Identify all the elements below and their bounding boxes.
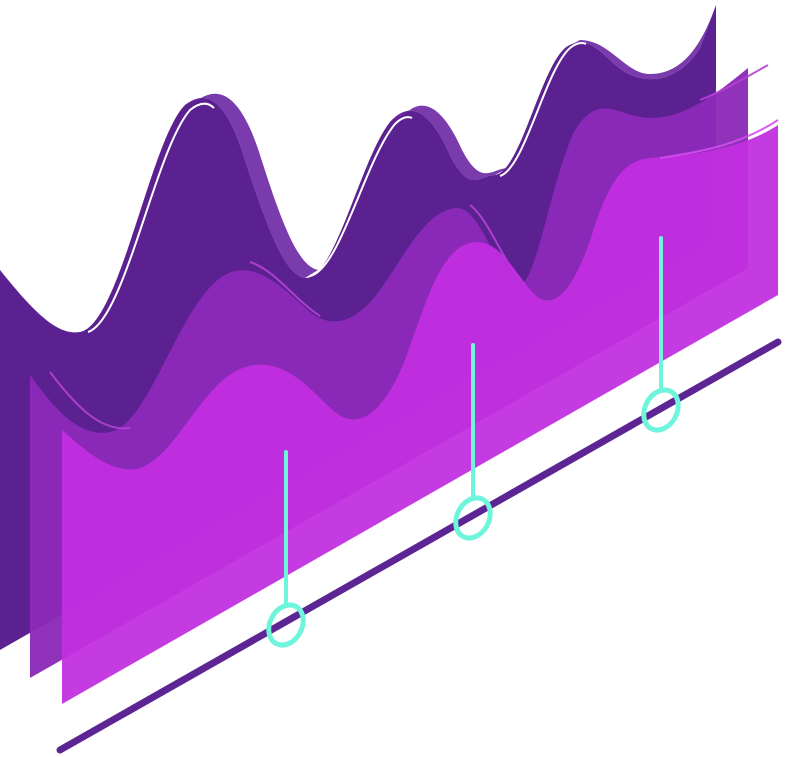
front-wave-edge [659,119,779,159]
marker-pin-2 [453,343,493,541]
marker-pins [266,236,681,648]
back-wave-edge-2 [390,105,508,180]
front-wave-panel [62,125,778,704]
marker-pin-1 [266,450,306,648]
middle-wave-edge-2 [249,261,321,317]
marker-ring [641,387,681,433]
back-wave-edge [185,93,318,278]
back-wave-highlight-3 [499,42,587,177]
middle-wave-edge-4 [699,64,769,101]
front-wave-layer [62,119,779,704]
marker-ring [453,495,493,541]
baseline-axis [56,338,782,754]
middle-wave-edge [49,371,131,430]
back-wave-highlight-2 [309,116,413,277]
back-wave-highlight-1 [87,102,215,333]
marker-pin-3 [641,236,681,433]
marker-ring [266,602,306,648]
